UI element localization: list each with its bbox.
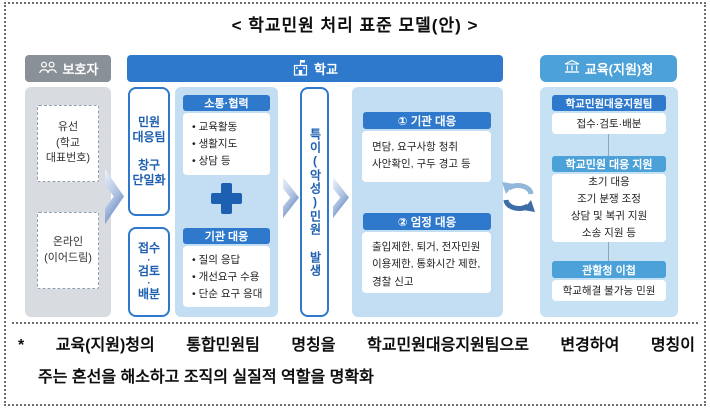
office-section3-box: 학교해결 불가능 민원 bbox=[552, 280, 666, 301]
guardian-header-label: 보호자 bbox=[62, 62, 99, 77]
response2-line: 이용제한, 통화시간 제한, bbox=[372, 258, 481, 271]
footnote-line1: * 교육(지원)청의 통합민원팀 명칭을 학교민원대응지원팀으로 변경하여 명칭… bbox=[18, 337, 695, 354]
note-divider bbox=[12, 322, 698, 324]
office-section2-line: 소송 지원 등 bbox=[581, 226, 637, 239]
office-header: 교육(지원)청 bbox=[540, 55, 677, 82]
connector-line bbox=[608, 242, 609, 261]
agency-item: 단순 요구 응대 bbox=[192, 286, 268, 303]
communication-item: 교육활동 bbox=[192, 119, 268, 136]
online-channel-line: (이어드림) bbox=[44, 251, 92, 264]
connector-line bbox=[608, 134, 609, 156]
intake-dot: · bbox=[147, 277, 151, 289]
footnote-line2: 주는 혼선을 해소하고 조직의 실질적 역할을 명확화 bbox=[38, 369, 374, 386]
school-header-label: 학교 bbox=[314, 62, 338, 77]
team-box-line: 민원 bbox=[137, 115, 161, 129]
special-complaint-box: 특이(악성)민원 발생 bbox=[300, 87, 329, 317]
response2-line: 경찰 신고 bbox=[372, 275, 414, 288]
response1-title: ① 기관 대응 bbox=[363, 112, 491, 129]
agency-item: 질의 응답 bbox=[192, 252, 268, 269]
communication-item: 생활지도 bbox=[192, 136, 268, 153]
office-section2-line: 조기 분쟁 조정 bbox=[577, 193, 641, 206]
people-icon bbox=[38, 61, 58, 77]
team-box-line: 대응팀 bbox=[132, 130, 166, 144]
complaint-team-box: 민원 대응팀 창구 단일화 bbox=[128, 87, 170, 216]
diagram-title: < 학교민원 처리 표준 모델(안) > bbox=[231, 16, 479, 35]
footnote: * 교육(지원)청의 통합민원팀 명칭을 학교민원대응지원팀으로 변경하여 명칭… bbox=[18, 330, 695, 394]
agency-title: 기관 대응 bbox=[183, 228, 270, 244]
response-panel: ① 기관 대응 면담, 요구사항 청취 사안확인, 구두 경고 등 ② 엄정 대… bbox=[352, 87, 503, 317]
response1-line: 면담, 요구사항 청취 bbox=[372, 141, 459, 153]
response2-box: 출입제한, 퇴거, 전자민원 이용제한, 통화시간 제한, 경찰 신고 bbox=[362, 232, 491, 293]
response1-line: 사안확인, 구두 경고 등 bbox=[372, 158, 471, 171]
agency-items-box: 질의 응답 개선요구 수용 단순 요구 응대 bbox=[183, 246, 270, 307]
intake-dot: · bbox=[147, 255, 151, 267]
school-header: 학교 bbox=[127, 55, 503, 82]
phone-channel-line: (학교 bbox=[56, 136, 80, 149]
response1-box: 면담, 요구사항 청취 사안확인, 구두 경고 등 bbox=[362, 131, 491, 182]
office-section2-title: 학교민원 대응 지원 bbox=[552, 156, 666, 172]
phone-channel-line: 대표번호) bbox=[45, 152, 91, 165]
communication-item: 상담 등 bbox=[192, 153, 268, 170]
phone-channel-line: 유선 bbox=[57, 121, 79, 134]
office-section2-box: 초기 대응 조기 분쟁 조정 상담 및 복귀 지원 소송 지원 등 bbox=[552, 174, 666, 242]
plus-icon bbox=[211, 183, 242, 214]
response2-line: 출입제한, 퇴거, 전자민원 bbox=[372, 241, 481, 253]
office-section2-line: 초기 대응 bbox=[588, 176, 630, 189]
agency-item: 개선요구 수용 bbox=[192, 269, 268, 286]
online-channel-line: 온라인 bbox=[52, 236, 84, 249]
guardian-header: 보호자 bbox=[25, 55, 111, 82]
response2-title: ② 엄정 대응 bbox=[363, 213, 491, 230]
flow-arrow-icon bbox=[283, 177, 299, 218]
communication-title: 소통·협력 bbox=[183, 95, 270, 111]
communication-items-box: 교육활동 생활지도 상담 등 bbox=[183, 113, 270, 175]
cycle-arrows-icon bbox=[500, 175, 537, 219]
government-building-icon bbox=[564, 59, 580, 77]
team-box-group2: 창구 단일화 bbox=[132, 158, 165, 188]
online-channel-box: 온라인 (이어드림) bbox=[37, 212, 99, 289]
office-section1-box: 접수·검토·배분 bbox=[552, 113, 666, 134]
school-building-icon bbox=[292, 59, 309, 79]
guardian-panel: 유선 (학교 대표번호) 온라인 (이어드림) bbox=[25, 87, 111, 317]
intake-line: 접수 bbox=[137, 241, 161, 256]
office-section1-title: 학교민원대응지원팀 bbox=[552, 95, 666, 111]
team-box-group1: 민원 대응팀 bbox=[132, 115, 165, 145]
intake-review-box: 접수 · 검토 · 배분 bbox=[128, 227, 170, 317]
office-header-label: 교육(지원)청 bbox=[584, 62, 654, 77]
office-panel: 학교민원대응지원팀 접수·검토·배분 학교민원 대응 지원 초기 대응 조기 분… bbox=[540, 87, 678, 317]
intake-line: 배분 bbox=[137, 286, 161, 301]
team-box-line: 창구 bbox=[137, 158, 161, 172]
flow-arrow-icon bbox=[333, 177, 349, 218]
phone-channel-box: 유선 (학교 대표번호) bbox=[37, 105, 99, 182]
office-section2-line: 상담 및 복귀 지원 bbox=[570, 210, 648, 222]
team-box-line: 단일화 bbox=[132, 173, 166, 187]
communication-panel: 소통·협력 교육활동 생활지도 상담 등 기관 대응 질의 응답 개선요구 수용… bbox=[175, 87, 278, 317]
office-section3-title: 관할청 이첩 bbox=[552, 261, 666, 278]
intake-line: 검토 bbox=[137, 264, 161, 279]
